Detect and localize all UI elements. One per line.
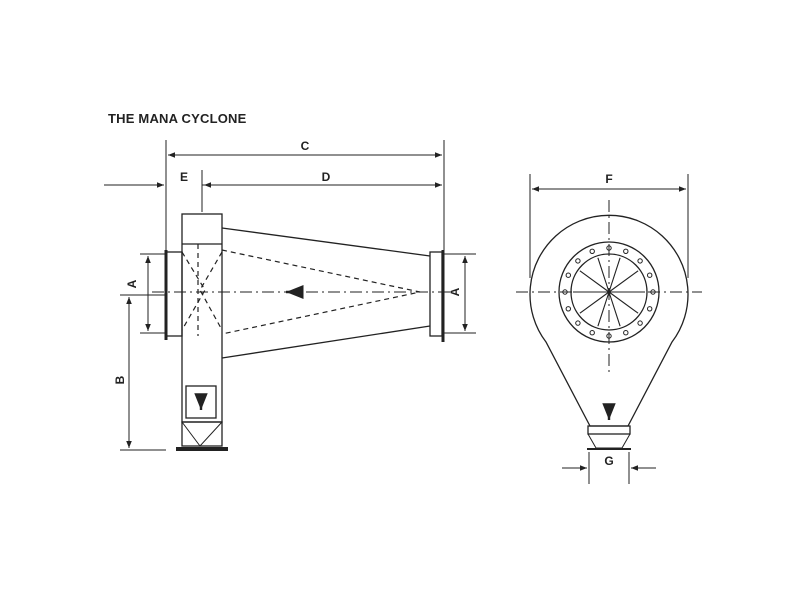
front-discharge-valve	[587, 433, 631, 449]
label-c: C	[301, 139, 310, 153]
inner-vortex-right	[199, 251, 223, 331]
cyclone-housing	[529, 214, 689, 427]
cone-top-edge	[221, 227, 431, 257]
bolt-hole	[623, 248, 629, 255]
bolt-hole	[565, 306, 571, 312]
label-e: E	[180, 170, 188, 184]
bolt-hole	[637, 320, 643, 326]
guide-vane	[597, 291, 610, 327]
inner-vortex-left	[181, 251, 206, 331]
label-a-right: A	[448, 287, 462, 296]
discharge-valve	[181, 421, 223, 447]
label-f: F	[605, 172, 612, 186]
inlet-duct	[165, 251, 183, 337]
front-discharge-flange	[587, 425, 631, 435]
guide-vane	[579, 270, 610, 293]
front-view: F G	[516, 172, 702, 484]
side-view: C E D A B A	[104, 139, 476, 451]
guide-vane	[608, 257, 621, 293]
bolt-hole	[589, 248, 595, 255]
guide-vane	[597, 257, 610, 293]
outlet-collar	[429, 251, 443, 337]
guide-vane	[579, 291, 610, 314]
discharge-valve-cross	[181, 421, 223, 447]
guide-vanes	[573, 257, 645, 327]
bolt-hole	[575, 320, 581, 326]
label-d: D	[322, 170, 331, 184]
bolt-hole	[637, 258, 643, 264]
drawing-title: THE MANA CYCLONE	[108, 111, 247, 126]
label-b: B	[113, 375, 127, 384]
bolt-hole	[589, 330, 595, 336]
guide-vane	[608, 270, 639, 293]
bolt-hole	[575, 258, 581, 264]
bolt-hole	[647, 306, 653, 312]
label-g: G	[604, 454, 613, 468]
guide-vane	[608, 291, 621, 327]
label-a-left: A	[125, 279, 139, 288]
guide-vane	[608, 291, 639, 314]
cone-bottom-edge	[221, 325, 431, 359]
dust-outlet-box	[185, 385, 217, 419]
bolt-hole	[623, 330, 629, 336]
bolt-hole	[647, 272, 653, 278]
bolt-hole	[565, 272, 571, 278]
